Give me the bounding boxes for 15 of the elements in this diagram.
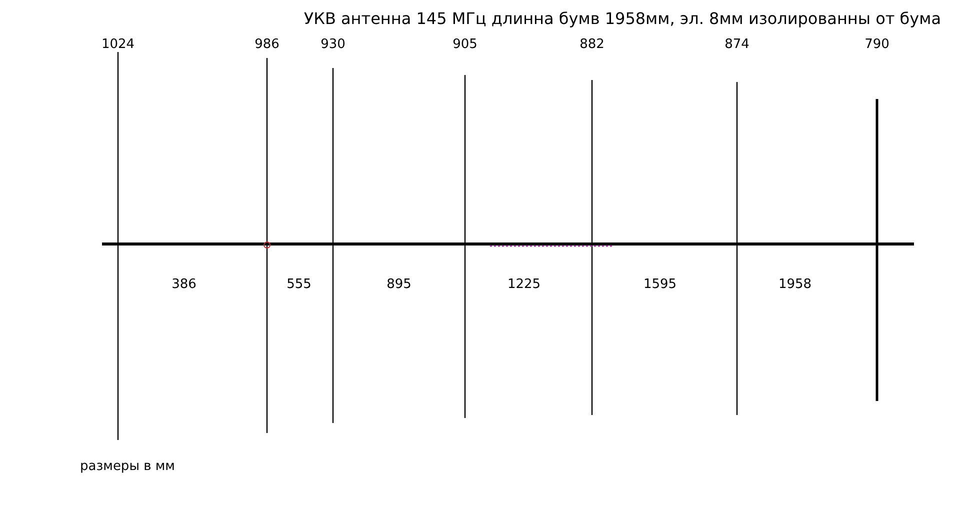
- spacing-dimension: 895: [386, 277, 412, 292]
- element-length-label: 874: [724, 37, 750, 52]
- spacing-dimension: 1958: [778, 277, 812, 292]
- element-length-label: 882: [580, 37, 604, 52]
- element-length-label: 790: [864, 37, 890, 52]
- element-length-label: 930: [320, 37, 346, 52]
- spacing-dimension: 555: [286, 277, 312, 292]
- element-length-label: 1024: [101, 37, 135, 52]
- spacing-dimension: 1225: [507, 277, 541, 292]
- units-note: размеры в мм: [80, 459, 175, 474]
- element-length-label: 905: [452, 37, 478, 52]
- spacing-dimension: 1595: [643, 277, 677, 292]
- diagram-title: УКВ антенна 145 МГц длинна бумв 1958мм, эл. 8мм изолированны от бума: [304, 9, 941, 28]
- spacing-dimension: 386: [172, 277, 196, 292]
- element-length-label: 986: [254, 37, 280, 52]
